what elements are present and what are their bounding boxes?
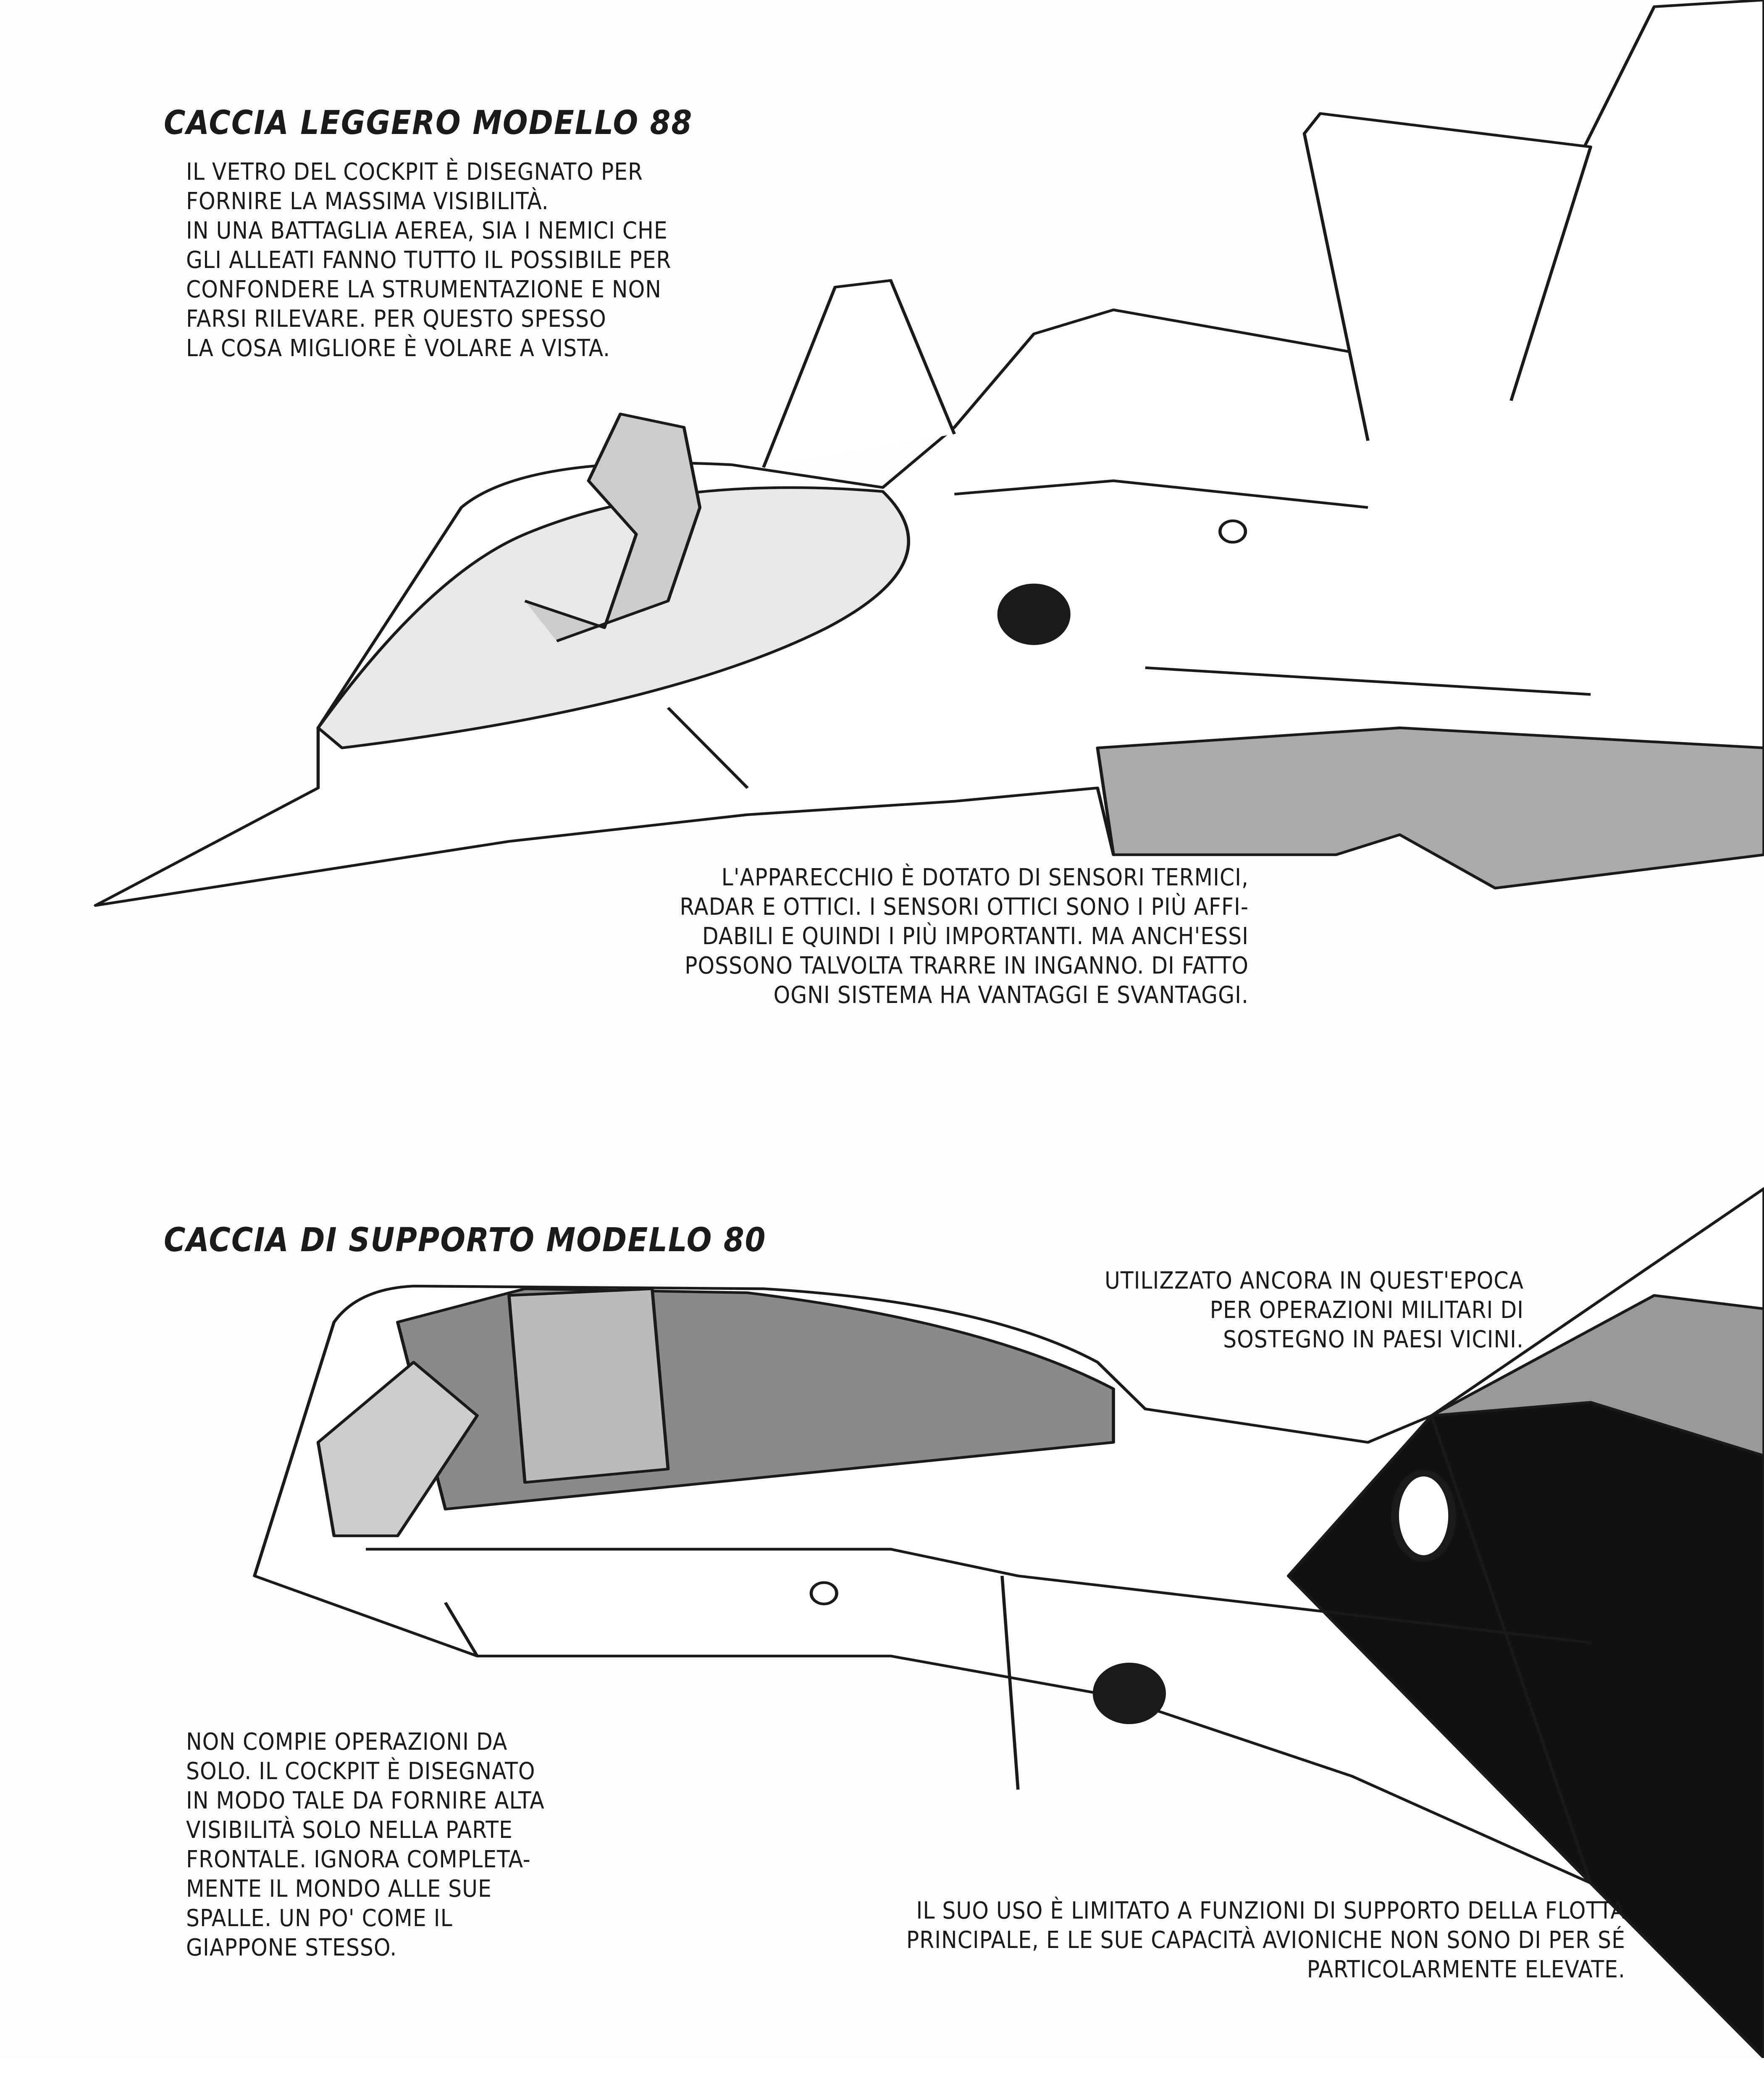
caption-line: NON COMPIE OPERAZIONI DA — [186, 1728, 508, 1756]
caption-line: LA COSA MIGLIORE È VOLARE A VISTA. — [186, 335, 611, 362]
caption-line: IL SUO USO È LIMITATO A FUNZIONI DI SUPP… — [916, 1897, 1625, 1924]
caption-line: SPALLE. UN PO' COME IL — [186, 1905, 453, 1932]
caption-line: PER OPERAZIONI MILITARI DI — [1210, 1297, 1524, 1324]
caption-line: IN MODO TALE DA FORNIRE ALTA — [186, 1787, 545, 1814]
caption-line: PRINCIPALE, E LE SUE CAPACITÀ AVIONICHE … — [906, 1927, 1625, 1954]
caption-line: PARTICOLARMENTE ELEVATE. — [1307, 1956, 1625, 1983]
section2-era-caption: UTILIZZATO ANCORA IN QUEST'EPOCA PER OPE… — [1105, 1266, 1524, 1354]
section1-intro-caption: IL VETRO DEL COCKPIT È DISEGNATO PER FOR… — [186, 158, 671, 363]
caption-line: OGNI SISTEMA HA VANTAGGI E SVANTAGGI. — [773, 982, 1249, 1009]
caption-line: SOSTEGNO IN PAESI VICINI. — [1223, 1326, 1524, 1353]
caption-line: VISIBILITÀ SOLO NELLA PARTE — [186, 1816, 513, 1844]
caption-line: RADAR E OTTICI. I SENSORI OTTICI SONO I … — [680, 893, 1249, 921]
section1-sensor-caption: L'APPARECCHIO È DOTATO DI SENSORI TERMIC… — [680, 863, 1249, 1010]
caption-line: UTILIZZATO ANCORA IN QUEST'EPOCA — [1104, 1267, 1524, 1294]
caption-line: MENTE IL MONDO ALLE SUE — [186, 1875, 492, 1903]
support-fighter-model-80-drawing — [253, 1187, 1764, 2058]
light-fighter-model-88-drawing — [94, 0, 1764, 907]
caption-line: L'APPARECCHIO È DOTATO DI SENSORI TERMIC… — [721, 864, 1249, 891]
caption-line: SOLO. IL COCKPIT È DISEGNATO — [186, 1758, 536, 1785]
caption-line: IL VETRO DEL COCKPIT È DISEGNATO PER — [186, 158, 643, 186]
caption-line: DABILI E QUINDI I PIÙ IMPORTANTI. MA ANC… — [702, 923, 1249, 950]
section2-title: CACCIA DI SUPPORTO MODELLO 80 — [164, 1221, 766, 1259]
section2-cockpit-caption: NON COMPIE OPERAZIONI DA SOLO. IL COCKPI… — [186, 1727, 545, 1963]
caption-line: GLI ALLEATI FANNO TUTTO IL POSSIBILE PER — [186, 247, 672, 274]
section1-title: CACCIA LEGGERO MODELLO 88 — [164, 104, 693, 142]
caption-line: FARSI RILEVARE. PER QUESTO SPESSO — [186, 305, 606, 333]
caption-line: IN UNA BATTAGLIA AEREA, SIA I NEMICI CHE — [186, 217, 668, 244]
caption-line: CONFONDERE LA STRUMENTAZIONE E NON — [186, 276, 662, 303]
caption-line: FRONTALE. IGNORA COMPLETA- — [186, 1846, 531, 1873]
caption-line: POSSONO TALVOLTA TRARRE IN INGANNO. DI F… — [685, 952, 1249, 979]
section2-usage-caption: IL SUO USO È LIMITATO A FUNZIONI DI SUPP… — [906, 1896, 1625, 1984]
caption-line: GIAPPONE STESSO. — [186, 1934, 397, 1961]
caption-line: FORNIRE LA MASSIMA VISIBILITÀ. — [186, 188, 549, 215]
